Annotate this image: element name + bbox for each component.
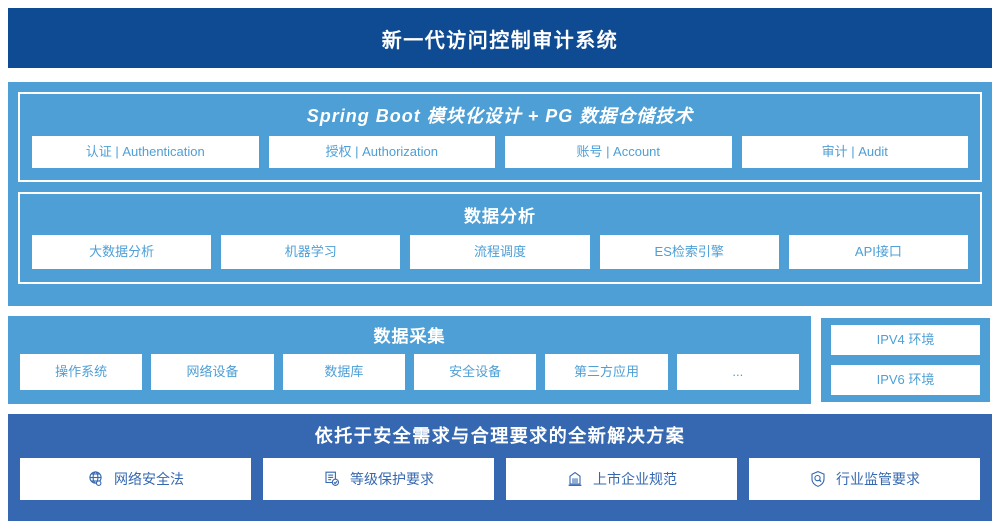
environment-ipv4[interactable]: IPV4 环境 (831, 325, 980, 355)
module-audit[interactable]: 审计 | Audit (741, 136, 968, 168)
solution-item-classified-protection[interactable]: 等级保护要求 (263, 458, 494, 500)
bank-building-icon (566, 470, 584, 488)
source-network-device[interactable]: 网络设备 (151, 354, 274, 390)
data-collection-panel: 数据采集 操作系统 网络设备 数据库 安全设备 第三方应用 ... (8, 316, 811, 404)
globe-icon (87, 470, 105, 488)
spring-boot-module-row: 认证 | Authentication 授权 | Authorization 账… (32, 136, 968, 168)
data-analysis-group: 数据分析 大数据分析 机器学习 流程调度 ES检索引擎 API接口 (18, 192, 982, 284)
data-collection-title: 数据采集 (373, 327, 446, 346)
module-authorization[interactable]: 授权 | Authorization (268, 136, 495, 168)
solution-item-cybersecurity-law[interactable]: 网络安全法 (20, 458, 251, 500)
module-account[interactable]: 账号 | Account (505, 136, 732, 168)
data-collection-source-row: 操作系统 网络设备 数据库 安全设备 第三方应用 ... (20, 354, 799, 390)
solution-panel: 依托于安全需求与合理要求的全新解决方案 网络安全法 (8, 414, 992, 521)
module-big-data-analysis[interactable]: 大数据分析 (32, 235, 212, 269)
architecture-panel: Spring Boot 模块化设计 + PG 数据仓储技术 认证 | Authe… (8, 82, 992, 306)
source-security-device[interactable]: 安全设备 (413, 354, 537, 390)
page-header: 新一代访问控制审计系统 (8, 8, 992, 68)
solution-item-row: 网络安全法 等级保护要求 (20, 458, 980, 500)
solution-item-label: 上市企业规范 (593, 470, 677, 487)
source-database[interactable]: 数据库 (282, 354, 405, 390)
page-title: 新一代访问控制审计系统 (381, 29, 619, 52)
source-third-party-app[interactable]: 第三方应用 (545, 354, 668, 390)
solution-item-label: 网络安全法 (114, 470, 184, 487)
solution-item-listed-company-standard[interactable]: 上市企业规范 (506, 458, 737, 500)
source-operating-system[interactable]: 操作系统 (20, 354, 143, 390)
solution-item-industry-regulation[interactable]: 行业监管要求 (749, 458, 980, 500)
solution-title: 依托于安全需求与合理要求的全新解决方案 (314, 426, 686, 446)
data-analysis-module-row: 大数据分析 机器学习 流程调度 ES检索引擎 API接口 (32, 235, 969, 269)
module-process-scheduling[interactable]: 流程调度 (410, 235, 590, 269)
shield-search-icon (809, 470, 827, 488)
environment-panel: IPV4 环境 IPV6 环境 (819, 316, 992, 404)
module-api-interface[interactable]: API接口 (788, 235, 969, 269)
spring-boot-group: Spring Boot 模块化设计 + PG 数据仓储技术 认证 | Authe… (18, 92, 982, 182)
solution-item-label: 等级保护要求 (350, 470, 434, 487)
solution-item-label: 行业监管要求 (836, 470, 920, 487)
spring-boot-group-title: Spring Boot 模块化设计 + PG 数据仓储技术 (306, 106, 694, 126)
source-more-ellipsis[interactable]: ... (676, 354, 799, 390)
environment-ipv6[interactable]: IPV6 环境 (831, 365, 980, 395)
data-analysis-group-title: 数据分析 (464, 207, 536, 226)
module-machine-learning[interactable]: 机器学习 (221, 235, 401, 269)
document-check-icon (323, 470, 341, 488)
module-es-search-engine[interactable]: ES检索引擎 (599, 235, 779, 269)
module-authentication[interactable]: 认证 | Authentication (32, 136, 259, 168)
